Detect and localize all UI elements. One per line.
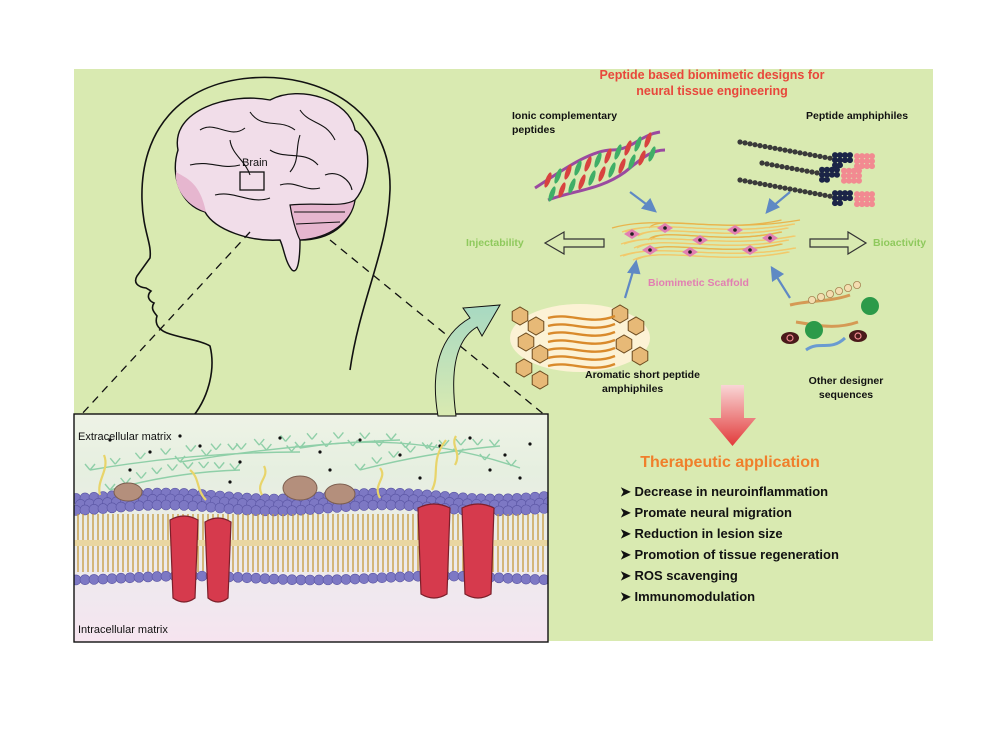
bioactivity-arrow bbox=[809, 230, 868, 256]
head-silhouette bbox=[134, 76, 391, 421]
zoom-line-right bbox=[329, 239, 547, 417]
application-item: ➤ Immunomodulation bbox=[620, 589, 755, 604]
ionic-label-line-2: peptides bbox=[512, 124, 555, 136]
other-sequences-illustration bbox=[781, 280, 879, 352]
bioactivity-label: Bioactivity bbox=[873, 237, 926, 249]
amphiphiles-label: Peptide amphiphiles bbox=[806, 110, 908, 122]
curved-arrow bbox=[434, 304, 501, 417]
other-label-line-1: Other designer bbox=[809, 375, 884, 387]
aromatic-label-line-1: Aromatic short peptide bbox=[585, 369, 700, 381]
application-item: ➤ Promate neural migration bbox=[620, 505, 792, 520]
application-item: ➤ ROS scavenging bbox=[620, 568, 738, 583]
brain-label: Brain bbox=[242, 157, 268, 169]
intracellular-label: Intracellular matrix bbox=[78, 624, 168, 636]
peptide-amphiphile-illustration bbox=[737, 139, 875, 208]
brain-illustration bbox=[174, 92, 369, 272]
application-item: ➤ Decrease in neuroinflammation bbox=[620, 484, 828, 499]
therapeutic-title: Therapeutic application bbox=[640, 454, 820, 471]
ionic-peptide-illustration bbox=[534, 130, 666, 202]
application-list: ➤ Decrease in neuroinflammation ➤ Promate… bbox=[620, 484, 839, 604]
title-line-1: Peptide based biomimetic designs for bbox=[599, 68, 824, 82]
injectability-label: Injectability bbox=[466, 237, 524, 249]
application-item: ➤ Reduction in lesion size bbox=[620, 526, 783, 541]
aromatic-label-line-2: amphiphiles bbox=[602, 383, 663, 395]
extracellular-label: Extracellular matrix bbox=[78, 431, 172, 443]
aromatic-peptide-illustration bbox=[510, 304, 650, 390]
title-line-2: neural tissue engineering bbox=[636, 84, 787, 98]
ionic-label-line-1: Ionic complementary bbox=[512, 110, 617, 122]
injectability-arrow bbox=[543, 230, 605, 256]
membrane-panel bbox=[73, 413, 549, 643]
application-item: ➤ Promotion of tissue regeneration bbox=[620, 547, 839, 562]
other-label-line-2: sequences bbox=[819, 389, 873, 401]
therapeutic-down-arrow bbox=[709, 385, 756, 446]
scaffold-input-arrows bbox=[623, 191, 791, 299]
scaffold-label: Biomimetic Scaffold bbox=[648, 277, 749, 289]
biomimetic-scaffold-illustration bbox=[611, 219, 801, 261]
